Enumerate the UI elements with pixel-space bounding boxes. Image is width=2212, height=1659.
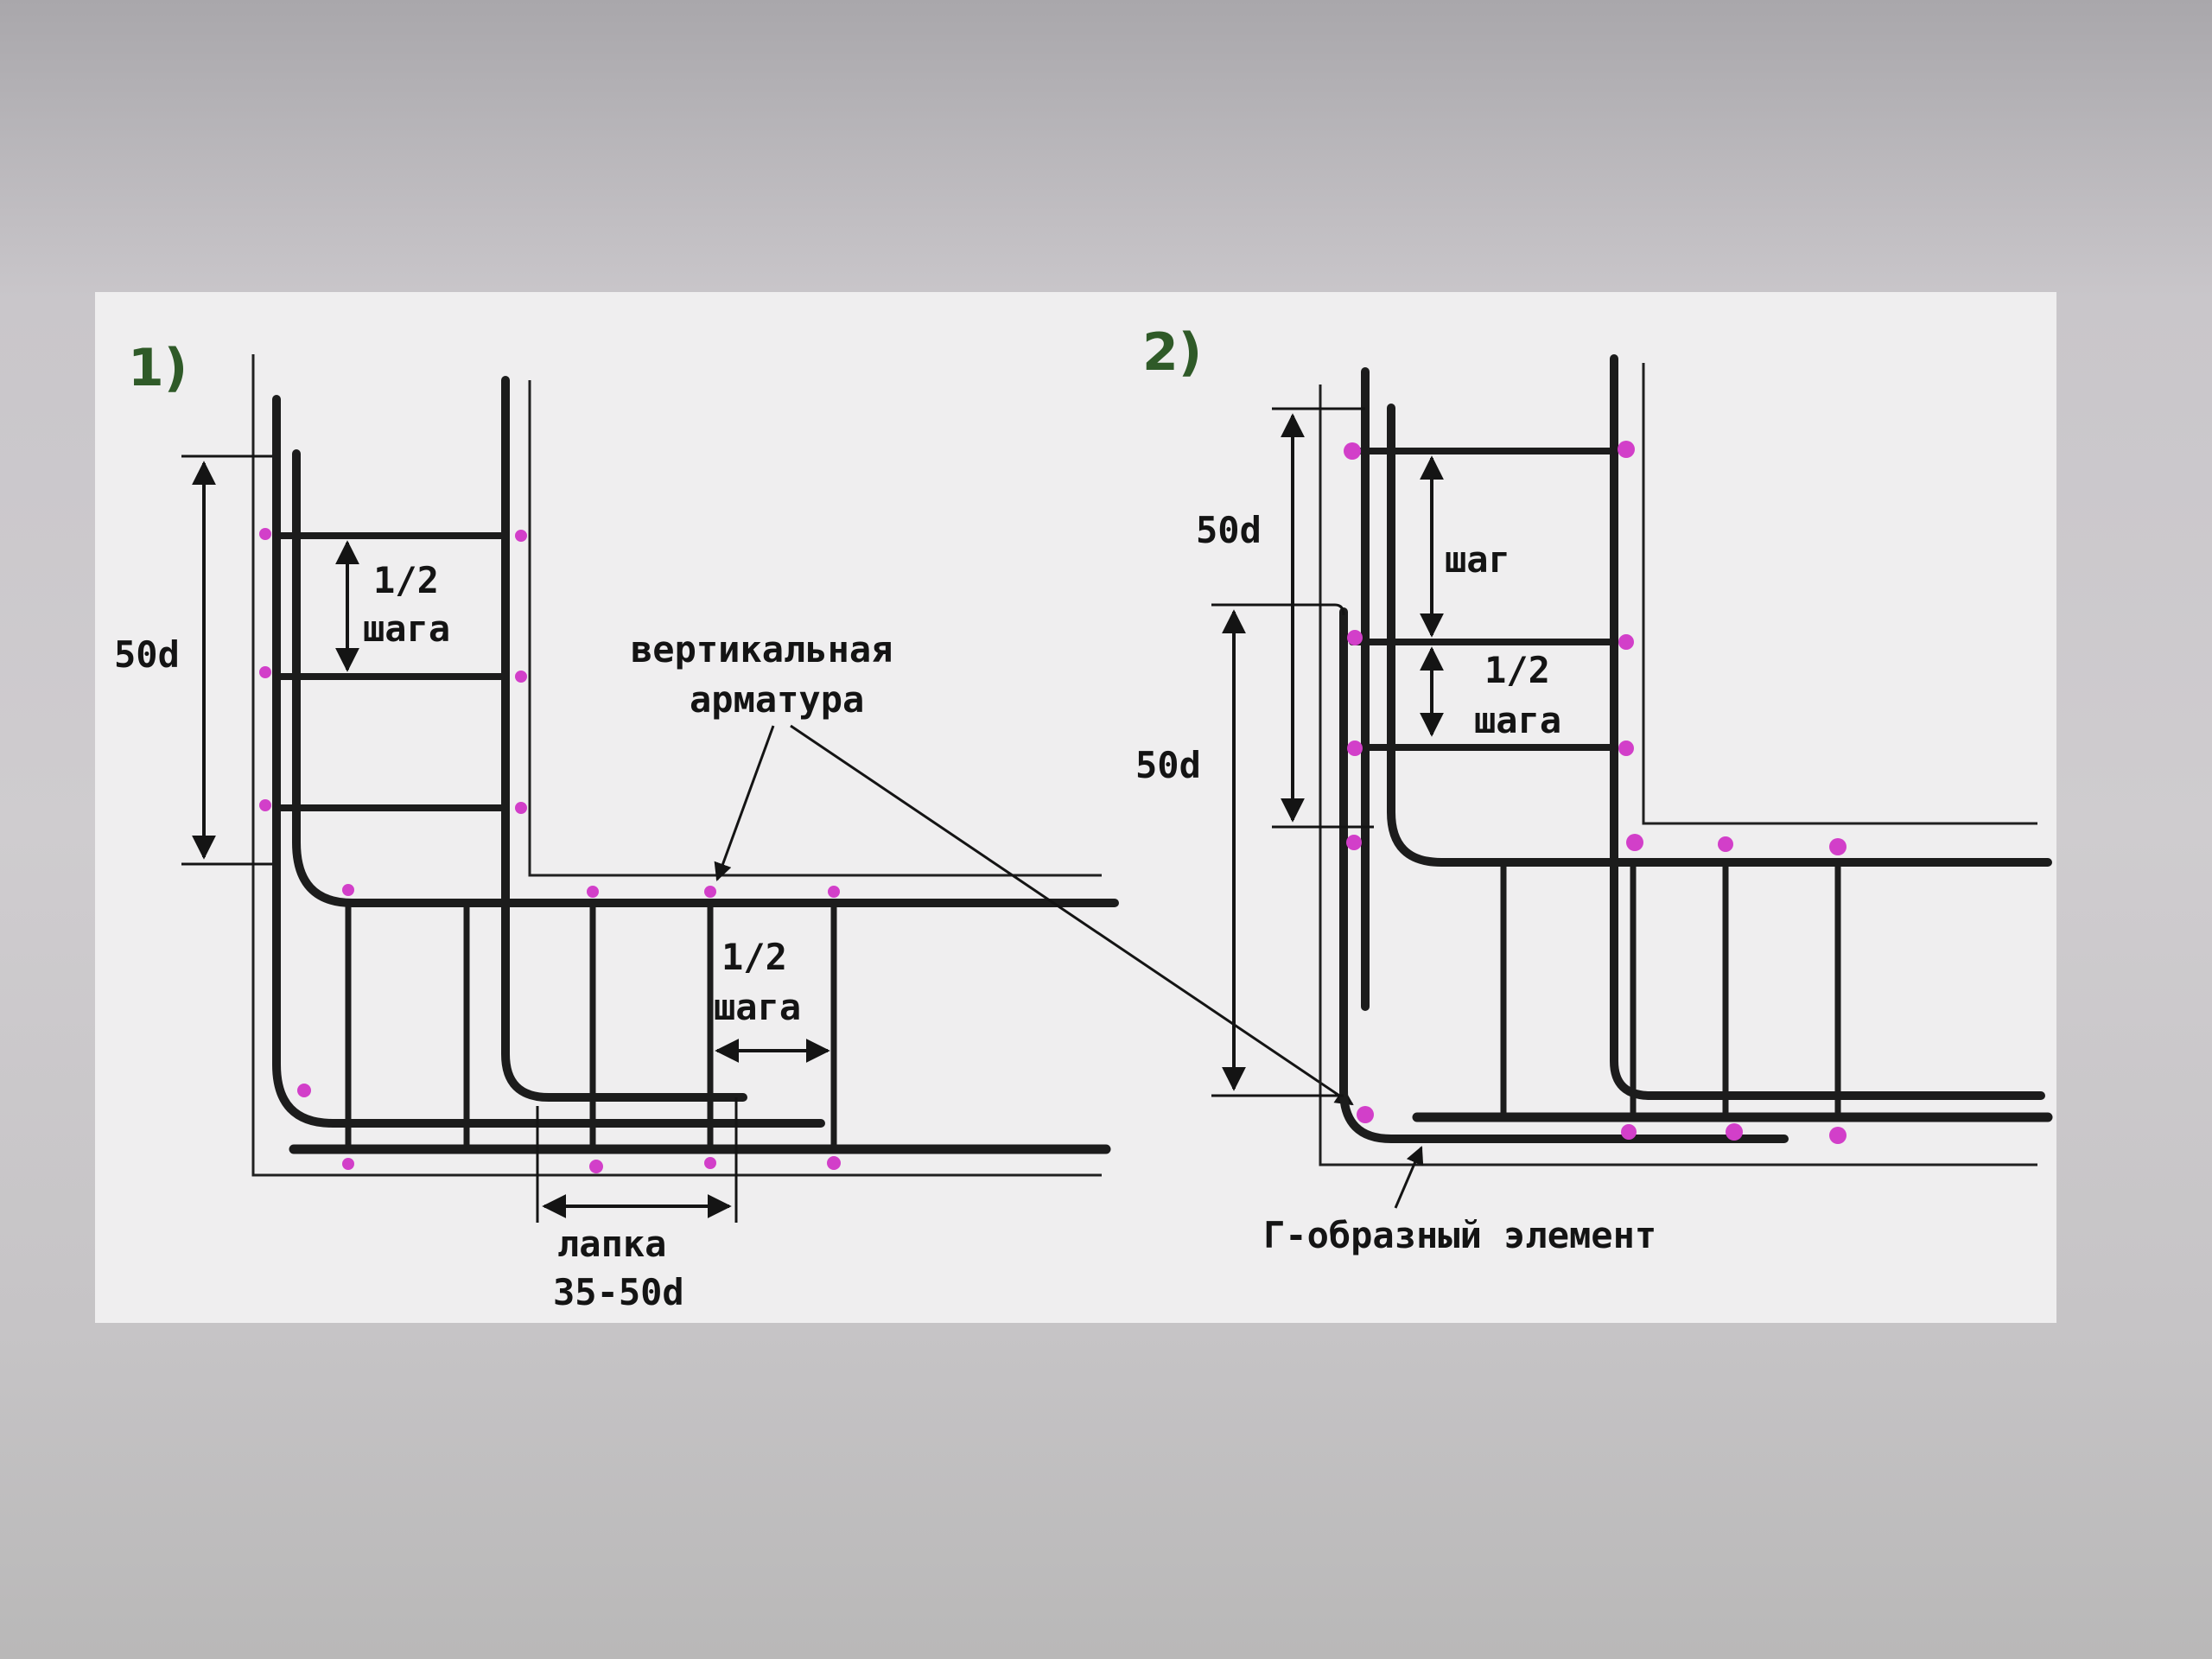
fig1-outer-l-bar	[272, 395, 825, 1128]
fig2-vertical-ladder	[1339, 354, 2052, 1143]
fig1-foot-label-1: лапка	[557, 1223, 666, 1265]
fig2-l-element-leader	[1394, 1146, 1424, 1209]
fig1-horizontal-ladder	[289, 899, 1111, 1154]
fig1-dimension-50d	[181, 454, 272, 866]
fig2-dimension-50d-lower	[1211, 603, 1345, 1097]
fig1-half-step-label-2: шага	[363, 607, 450, 650]
fig2-horizontal-ladder	[1412, 859, 2053, 1122]
fig2-l-element-label: Г-образный элемент	[1263, 1214, 1656, 1256]
fig2-number: 2)	[1142, 322, 1202, 383]
fig2-half-step-label-1: 1/2	[1484, 649, 1550, 691]
fig2-step-label: шаг	[1445, 538, 1510, 581]
fig1-vertical-rebar-label-2: арматура	[690, 678, 864, 721]
fig2-right-vertical-bar	[1610, 354, 2045, 1100]
fig2-weld-points	[1344, 441, 1847, 1144]
fig1-50d-label: 50d	[114, 633, 180, 676]
fig1-inner-vertical-bar	[501, 376, 747, 1102]
fig2-50d-lower-label: 50d	[1135, 744, 1201, 786]
fig1-foot-dimension	[536, 1097, 738, 1223]
fig2-l-shaped-element	[1339, 607, 1789, 1143]
figure-1: 50d 1/2 шага вертикальная арматура 1/2 ш…	[114, 338, 1354, 1313]
fig1-vertical-rebar-leaders	[714, 724, 1354, 1106]
fig1-half-step-label-1: 1/2	[373, 559, 439, 601]
fig2-50d-top-label: 50d	[1196, 509, 1262, 551]
fig2-inner-l-bar	[1387, 404, 2052, 867]
fig2-half-step-label-2: шага	[1474, 699, 1561, 741]
figure-2: 50d 50d шаг 1/2 шага Г-образный элемент …	[1135, 322, 2053, 1256]
fig2-dimension-50d-top	[1272, 407, 1374, 829]
fig1-weld-points	[259, 528, 841, 1173]
fig1-half-step-bottom-label-2: шага	[714, 986, 801, 1028]
fig1-vertical-rebar-label-1: вертикальная	[631, 628, 893, 671]
fig1-half-step-bottom-label-1: 1/2	[721, 936, 787, 978]
fig2-concrete-outline	[1319, 363, 2037, 1166]
fig1-number: 1)	[128, 338, 188, 398]
fig1-foot-label-2: 35-50d	[553, 1271, 684, 1313]
fig1-concrete-outline	[251, 354, 1102, 1177]
